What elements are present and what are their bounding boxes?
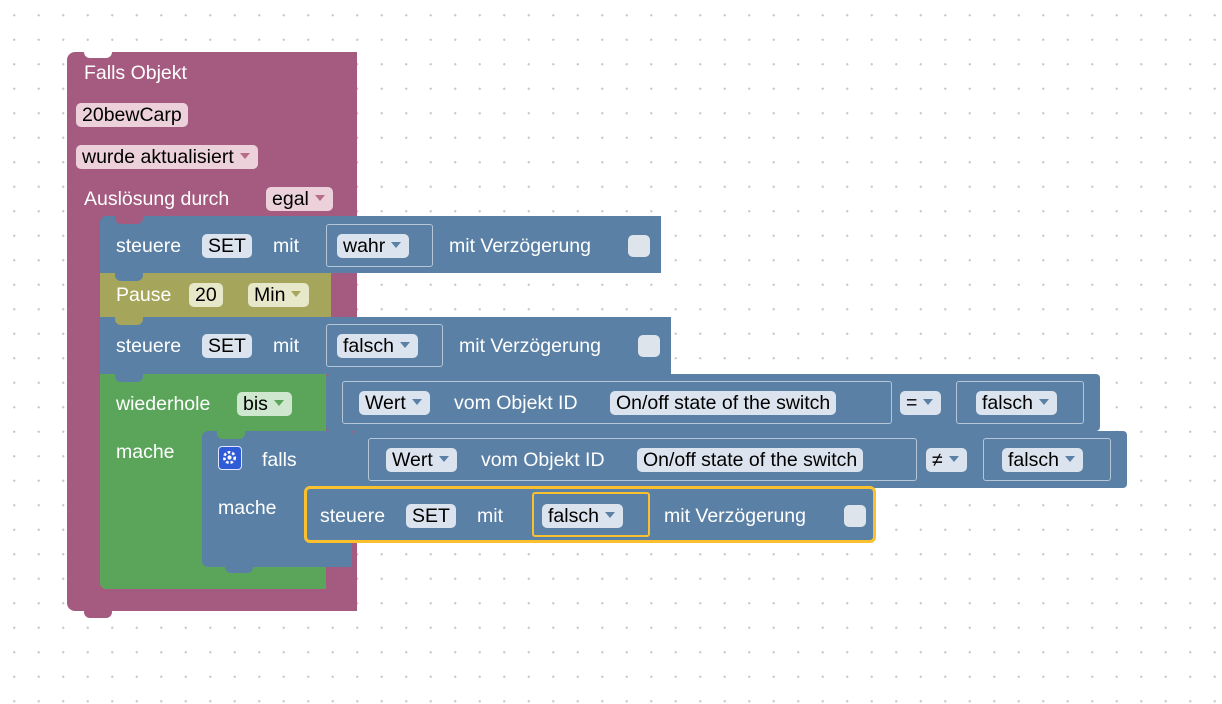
if-right-socket <box>983 438 1111 481</box>
repeat-do-label: mache <box>116 441 175 463</box>
if-label: falls <box>262 449 297 471</box>
repeat-left-socket <box>342 381 892 424</box>
set-3-with: mit <box>477 505 503 527</box>
gear-icon[interactable] <box>218 446 242 470</box>
repeat-value-dropdown[interactable]: falsch <box>976 391 1057 415</box>
set-1-delay-checkbox[interactable] <box>628 235 650 257</box>
event-title: Falls Objekt <box>84 62 187 84</box>
pause-unit-dropdown[interactable]: Min <box>248 283 310 307</box>
set-1-delay-label: mit Verzögerung <box>449 235 591 257</box>
if-of-label: vom Objekt ID <box>481 449 605 471</box>
trigger-dropdown[interactable]: egal <box>266 187 333 211</box>
set-2-with: mit <box>273 335 299 357</box>
set-3-value-socket <box>532 492 650 537</box>
if-block-bottom-tab <box>225 566 253 573</box>
set-3-value-dropdown[interactable]: falsch <box>542 504 623 528</box>
trigger-label: Auslösung durch <box>84 188 230 210</box>
set-2-value-socket <box>326 324 443 367</box>
repeat-object-field[interactable]: On/off state of the switch <box>610 391 837 415</box>
pause-label: Pause <box>116 284 172 306</box>
repeat-operator-dropdown[interactable]: = <box>900 391 942 415</box>
set-3-delay-label: mit Verzögerung <box>664 505 806 527</box>
pause-amount-field[interactable]: 20 <box>189 283 223 307</box>
pause-block-notch <box>115 273 143 281</box>
repeat-mode-dropdown[interactable]: bis <box>237 392 292 416</box>
condition-dropdown[interactable]: wurde aktualisiert <box>76 145 258 169</box>
set-2-delay-label: mit Verzögerung <box>459 335 601 357</box>
set-1-prefix: steuere <box>116 235 182 257</box>
repeat-label: wiederhole <box>116 393 211 415</box>
set-3-prefix: steuere <box>320 505 386 527</box>
if-do-label: mache <box>218 497 277 519</box>
event-block-bottom-tab <box>84 611 112 618</box>
set-1-with: mit <box>273 235 299 257</box>
set-1-value-socket <box>326 224 433 267</box>
set-2-value-dropdown[interactable]: falsch <box>337 334 418 358</box>
repeat-of-label: vom Objekt ID <box>454 392 578 414</box>
set-block-3-notch <box>322 489 350 497</box>
repeat-right-socket <box>956 381 1084 424</box>
if-left-socket <box>368 438 917 481</box>
repeat-block-notch <box>115 374 143 382</box>
set-3-delay-checkbox[interactable] <box>844 505 866 527</box>
set-1-value-dropdown[interactable]: wahr <box>337 234 410 258</box>
set-block-1-notch <box>115 216 143 224</box>
if-field-dropdown[interactable]: Wert <box>386 448 457 472</box>
if-operator-dropdown[interactable]: ≠ <box>926 448 967 472</box>
set-1-target-field[interactable]: SET <box>202 234 252 258</box>
if-block-notch <box>217 431 245 439</box>
if-object-field[interactable]: On/off state of the switch <box>637 448 864 472</box>
set-2-delay-checkbox[interactable] <box>638 335 660 357</box>
object-name-field[interactable]: 20bewCarp <box>76 103 188 127</box>
event-block-top-notch <box>84 52 112 58</box>
if-value-dropdown[interactable]: falsch <box>1002 448 1083 472</box>
repeat-field-dropdown[interactable]: Wert <box>359 391 430 415</box>
set-3-target-field[interactable]: SET <box>406 504 456 528</box>
set-block-2-notch <box>115 317 143 325</box>
set-2-prefix: steuere <box>116 335 182 357</box>
set-2-target-field[interactable]: SET <box>202 334 252 358</box>
